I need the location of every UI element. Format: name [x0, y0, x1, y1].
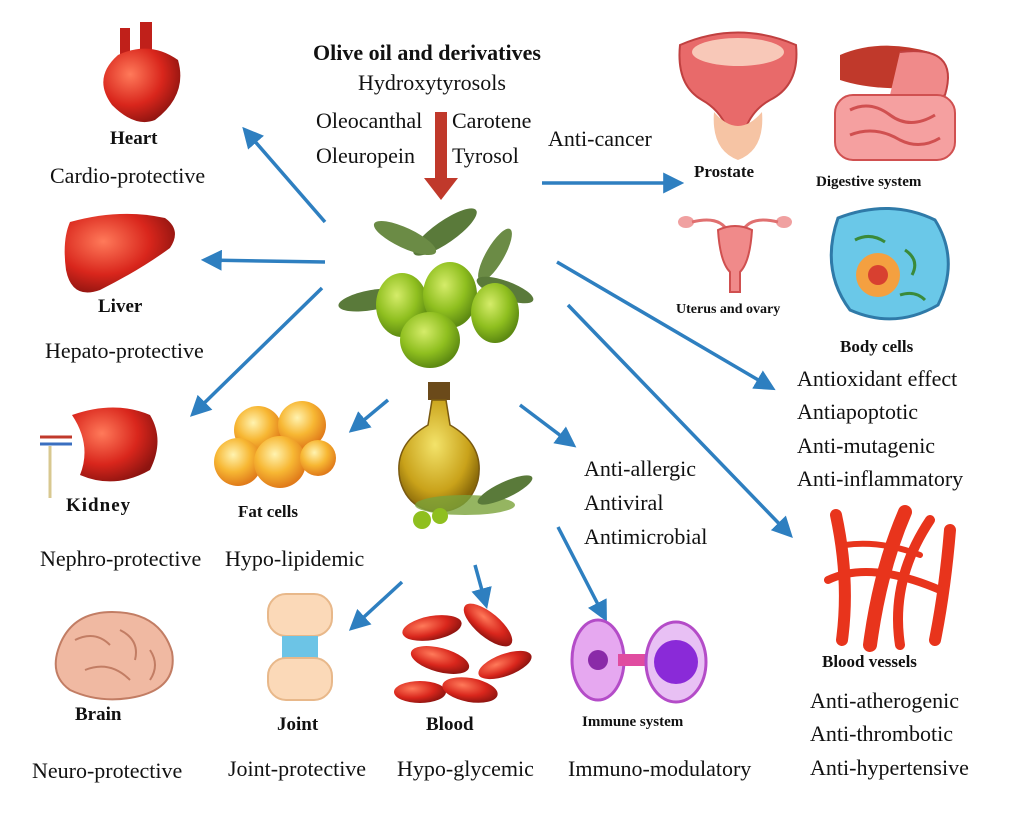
brain-icon	[54, 610, 174, 701]
fat-cells-effect: Hypo-lipidemic	[225, 546, 365, 571]
brain-label: Brain	[75, 704, 122, 725]
arrow-to-fat-cells	[348, 398, 390, 433]
compound-carotene: Carotene	[452, 108, 532, 133]
blood-vessels-icon	[824, 505, 956, 652]
body-cells-effect-1: Antioxidant effect	[797, 366, 958, 391]
oil-bottle-icon	[398, 382, 533, 529]
compound-oleuropein: Oleuropein	[316, 143, 415, 168]
brain-effect: Neuro-protective	[32, 758, 183, 783]
joint-icon	[267, 593, 333, 701]
blood-cells-icon	[394, 603, 532, 703]
arrow-to-blood-vessels	[566, 303, 793, 539]
arrow-to-liver	[200, 249, 326, 271]
liver-icon	[64, 213, 175, 293]
body-cells-effect-3: Anti-mutagenic	[797, 433, 936, 458]
blood-label: Blood	[426, 714, 474, 735]
arrow-to-immune	[556, 526, 607, 622]
immune-label: Immune system	[582, 714, 684, 730]
body-cells-label: Body cells	[840, 337, 914, 356]
fat-cells-icon	[214, 401, 336, 488]
anti-cancer-label: Anti-cancer	[548, 126, 652, 151]
fat-cells-label: Fat cells	[238, 502, 298, 521]
liver-label: Liver	[98, 296, 143, 317]
arrow-to-blood	[471, 564, 492, 610]
blood-effect: Hypo-glycemic	[397, 756, 534, 781]
kidney-icon	[40, 407, 158, 498]
prostate-icon	[678, 31, 798, 160]
compound-oleocanthal: Oleocanthal	[316, 108, 423, 133]
compound-hydroxytyrosols: Hydroxytyrosols	[358, 70, 506, 95]
heart-effect: Cardio-protective	[50, 163, 206, 188]
source-arrow	[424, 112, 458, 200]
uterus-label: Uterus and ovary	[676, 302, 781, 317]
compound-tyrosol: Tyrosol	[452, 143, 519, 168]
kidney-effect: Nephro-protective	[40, 546, 202, 571]
kidney-label: Kidney	[66, 495, 132, 516]
heart-icon	[103, 22, 181, 123]
arrow-to-heart	[242, 126, 327, 224]
joint-label: Joint	[277, 714, 319, 735]
immune-cells-icon	[570, 618, 708, 704]
micro-effect-2: Antiviral	[584, 490, 664, 515]
olives-icon	[338, 208, 534, 368]
micro-effect-3: Antimicrobial	[584, 524, 708, 549]
arrow-to-micro	[518, 403, 577, 448]
body-cells-effect-2: Antiapoptotic	[797, 399, 918, 424]
blood-vessels-effect-2: Anti-thrombotic	[810, 721, 953, 746]
body-cells-effect-4: Anti-inflammatory	[797, 466, 964, 491]
blood-vessels-effect-3: Anti-hypertensive	[810, 755, 969, 780]
blood-vessels-label: Blood vessels	[822, 652, 917, 671]
digestive-system-icon	[834, 45, 956, 161]
prostate-label: Prostate	[694, 162, 755, 181]
liver-effect: Hepato-protective	[45, 338, 204, 363]
uterus-ovary-icon	[678, 216, 792, 293]
arrow-to-kidney	[189, 286, 324, 417]
compounds-title: Olive oil and derivatives	[313, 40, 541, 65]
joint-effect: Joint-protective	[228, 756, 367, 781]
heart-label: Heart	[110, 128, 158, 149]
effect-arrows	[189, 126, 793, 631]
immune-effect: Immuno-modulatory	[568, 756, 752, 781]
digestive-label: Digestive system	[816, 174, 922, 190]
arrow-to-joint	[348, 580, 404, 631]
body-cell-icon	[829, 206, 950, 321]
micro-effect-1: Anti-allergic	[584, 456, 696, 481]
arrow-to-body-cells	[556, 260, 776, 391]
blood-vessels-effect-1: Anti-atherogenic	[810, 688, 960, 713]
